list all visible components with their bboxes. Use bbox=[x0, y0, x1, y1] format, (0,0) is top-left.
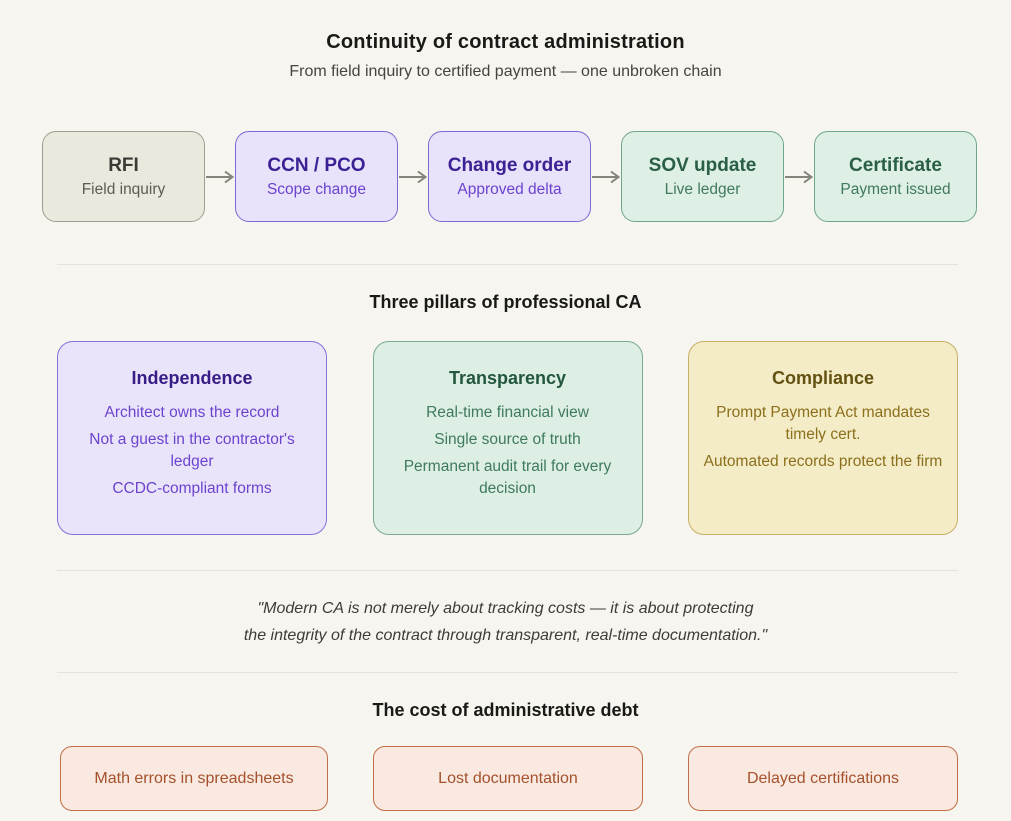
debt-item-math-errors: Math errors in spreadsheets bbox=[60, 746, 328, 812]
debt-heading: The cost of administrative debt bbox=[372, 700, 639, 721]
flow-step-ccn-pco: CCN / PCO Scope change bbox=[235, 131, 398, 222]
flow-step-title: Change order bbox=[447, 154, 572, 176]
section-divider bbox=[57, 672, 958, 674]
flow-step-subtitle: Payment issued bbox=[840, 180, 951, 198]
pillars-row: Independence Architect owns the record N… bbox=[57, 341, 958, 535]
flow-step-title: SOV update bbox=[648, 154, 757, 176]
section-divider bbox=[57, 570, 958, 571]
pillar-line: Real-time financial view bbox=[426, 404, 589, 421]
debt-item-delayed-certifications: Delayed certifications bbox=[688, 746, 958, 812]
section-divider bbox=[57, 264, 958, 265]
process-flow: RFI Field inquiry CCN / PCO Scope change… bbox=[42, 131, 977, 222]
pillar-line: Not a guest in the contractor's ledger bbox=[89, 431, 295, 470]
pillar-line: Automated records protect the firm bbox=[703, 453, 943, 470]
flow-step-subtitle: Field inquiry bbox=[81, 180, 166, 198]
pillar-line: Architect owns the record bbox=[104, 404, 280, 421]
flow-step-subtitle: Approved delta bbox=[457, 180, 562, 198]
page-subtitle: From field inquiry to certified payment … bbox=[289, 63, 722, 80]
debt-row: Math errors in spreadsheets Lost documen… bbox=[60, 746, 958, 812]
flow-step-rfi: RFI Field inquiry bbox=[42, 131, 205, 222]
flow-step-certificate: Certificate Payment issued bbox=[814, 131, 977, 222]
flow-step-title: RFI bbox=[108, 154, 139, 176]
quote-text: "Modern CA is not merely about tracking … bbox=[0, 595, 1011, 649]
pillar-line: Prompt Payment Act mandates timely cert. bbox=[716, 404, 930, 443]
flow-arrow-icon bbox=[784, 170, 814, 184]
flow-step-title: Certificate bbox=[849, 154, 942, 176]
flow-step-change-order: Change order Approved delta bbox=[428, 131, 591, 222]
pillar-line: Single source of truth bbox=[434, 431, 581, 448]
flow-step-subtitle: Scope change bbox=[266, 180, 367, 198]
pillar-card-compliance: Compliance Prompt Payment Act mandates t… bbox=[688, 341, 958, 535]
pillar-card-transparency: Transparency Real-time financial view Si… bbox=[372, 341, 643, 535]
pillar-title: Compliance bbox=[771, 368, 875, 388]
pillars-heading: Three pillars of professional CA bbox=[369, 292, 642, 312]
quote-line-1: "Modern CA is not merely about tracking … bbox=[257, 600, 754, 617]
flow-arrow-icon bbox=[205, 170, 235, 184]
header: Continuity of contract administration Fr… bbox=[0, 0, 1011, 81]
flow-step-title: CCN / PCO bbox=[267, 154, 366, 176]
pillar-title: Transparency bbox=[448, 368, 567, 388]
flow-step-sov-update: SOV update Live ledger bbox=[621, 131, 784, 222]
flow-step-subtitle: Live ledger bbox=[664, 180, 741, 198]
quote-line-2: the integrity of the contract through tr… bbox=[243, 627, 768, 645]
pillar-line: CCDC-compliant forms bbox=[112, 480, 272, 497]
pillar-card-independence: Independence Architect owns the record N… bbox=[57, 341, 327, 535]
page-title: Continuity of contract administration bbox=[326, 31, 685, 53]
pillar-line: Permanent audit trail for every decision bbox=[403, 458, 612, 497]
pillar-title: Independence bbox=[131, 368, 253, 388]
debt-item-lost-documentation: Lost documentation bbox=[373, 746, 643, 812]
flow-arrow-icon bbox=[398, 170, 428, 184]
flow-arrow-icon bbox=[591, 170, 621, 184]
